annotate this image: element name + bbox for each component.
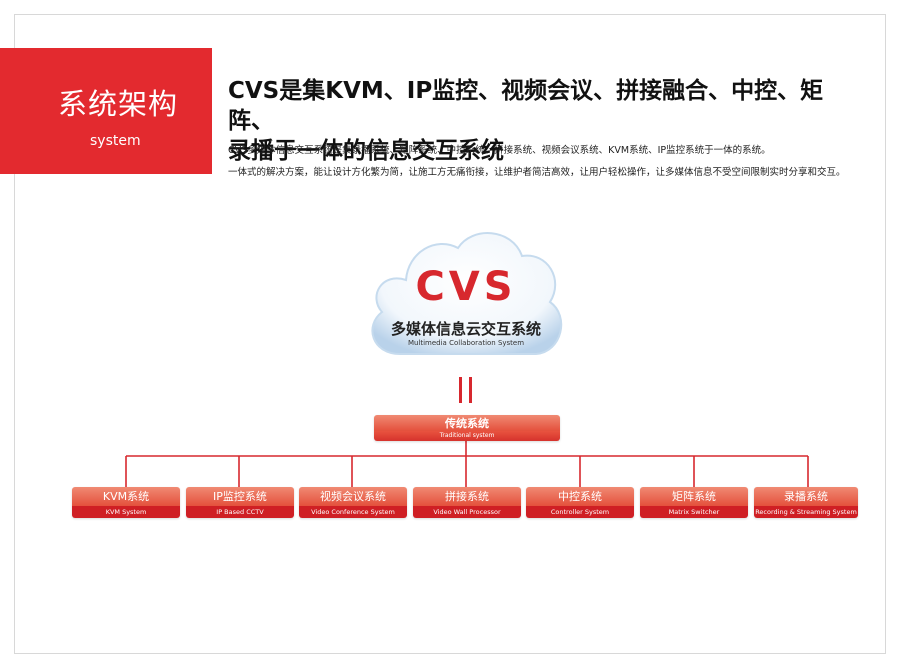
system-node-kvm: KVM系统 KVM System (72, 487, 180, 518)
description-line-1: CVS多媒体信息交互系统是集录播系统、矩阵系统、中控系统、拼接系统、视频会议系统… (228, 145, 771, 156)
system-node-video-conference: 视频会议系统 Video Conference System (299, 487, 407, 518)
traditional-system-node: 传统系统 Traditional system (374, 415, 560, 441)
cvs-logo: CVS (415, 264, 517, 310)
system-node-recording: 录播系统 Recording & Streaming System (754, 487, 858, 518)
node-title: KVM系统 (72, 487, 180, 506)
system-node-matrix: 矩阵系统 Matrix Switcher (640, 487, 748, 518)
description-line-2: 一体式的解决方案，能让设计方化繁为简，让施工方无痛衔接，让维护者简洁高效，让用户… (228, 167, 846, 178)
node-title: IP监控系统 (186, 487, 294, 506)
headline: CVS是集KVM、IP监控、视频会议、拼接融合、中控、矩阵、 录播于一体的信息交… (228, 76, 868, 166)
node-title: 拼接系统 (413, 487, 521, 506)
node-subtitle: IP Based CCTV (186, 506, 294, 518)
section-banner: 系统架构 (0, 48, 212, 174)
node-subtitle: Recording & Streaming System (754, 506, 858, 518)
node-subtitle: Video Wall Processor (413, 506, 521, 518)
node-subtitle: KVM System (72, 506, 180, 518)
node-title: 录播系统 (754, 487, 858, 506)
section-subtitle: system (90, 133, 141, 149)
node-title: 矩阵系统 (640, 487, 748, 506)
system-node-ip-cctv: IP监控系统 IP Based CCTV (186, 487, 294, 518)
section-title: 系统架构 (58, 87, 179, 121)
node-subtitle: Video Conference System (299, 506, 407, 518)
node-subtitle: Controller System (526, 506, 634, 518)
node-title: 视频会议系统 (299, 487, 407, 506)
headline-line-2: 录播于一体的信息交互系统 (228, 138, 504, 164)
cloud-subtitle: Multimedia Collaboration System (407, 339, 525, 347)
node-title: 传统系统 (374, 415, 560, 431)
cloud-title: 多媒体信息云交互系统 (390, 320, 541, 338)
node-subtitle: Traditional system (374, 431, 560, 441)
node-title: 中控系统 (526, 487, 634, 506)
node-subtitle: Matrix Switcher (640, 506, 748, 518)
headline-line-1: CVS是集KVM、IP监控、视频会议、拼接融合、中控、矩阵、 (228, 78, 824, 134)
cloud-icon (371, 232, 563, 355)
system-node-controller: 中控系统 Controller System (526, 487, 634, 518)
equals-icon (457, 377, 475, 403)
system-node-video-wall: 拼接系统 Video Wall Processor (413, 487, 521, 518)
